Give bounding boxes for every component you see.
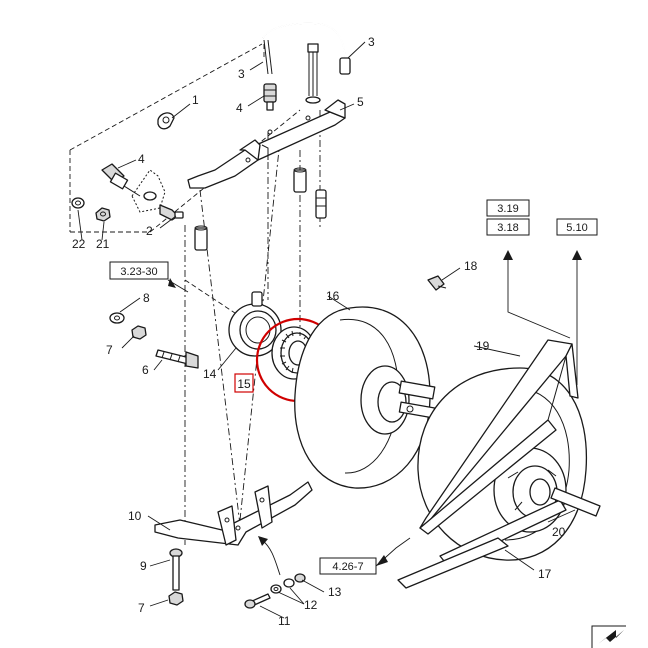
svg-text:3.23-30: 3.23-30	[120, 266, 157, 278]
ref-318: 3.18	[486, 218, 530, 236]
callout-12: 12	[304, 598, 318, 612]
callout-4-left: 4	[138, 152, 145, 166]
spacer-left	[194, 225, 208, 251]
callout-11: 11	[278, 614, 291, 628]
upper-bracket	[187, 99, 346, 189]
hose-pipe	[262, 22, 351, 75]
ref-323: 3.23-30	[109, 261, 169, 280]
callout-17: 17	[538, 567, 552, 581]
callout-20: 20	[552, 525, 566, 539]
upper-fitting	[263, 83, 277, 111]
nut-7-left	[131, 325, 147, 340]
callout-2: 2	[146, 224, 153, 238]
left-fitting	[101, 163, 141, 197]
callout-1: 1	[192, 93, 199, 107]
bolt-11	[244, 593, 271, 609]
svg-text:3.19: 3.19	[497, 203, 518, 215]
callout-3-left: 3	[238, 67, 245, 81]
callout-18: 18	[464, 259, 478, 273]
nut-13	[283, 573, 306, 588]
clip	[157, 112, 175, 130]
callout-16: 16	[326, 289, 340, 303]
assembly-arrow	[258, 536, 281, 576]
callout-5: 5	[357, 95, 364, 109]
ref-426: 4.26-7	[319, 557, 377, 575]
callout-21: 21	[96, 237, 110, 251]
belt-19	[397, 339, 579, 589]
shaft-20	[550, 487, 601, 517]
callout-15-highlight: 15	[234, 373, 254, 393]
leader-lines	[77, 41, 576, 619]
callout-labels: 1 2 3 3 4 4 5 6 7 7 8 9 10 11 12 13 14 1…	[72, 35, 566, 628]
washer-22	[71, 197, 85, 209]
switch-assembly	[131, 169, 184, 221]
ref-319: 3.19	[486, 199, 530, 217]
callout-10: 10	[128, 509, 142, 523]
spacer-right	[315, 189, 327, 219]
lower-bracket	[154, 481, 313, 546]
callout-13: 13	[328, 585, 342, 599]
callout-6: 6	[142, 363, 149, 377]
callout-22: 22	[72, 237, 86, 251]
bolt-18	[427, 275, 447, 291]
bolt-9	[169, 548, 183, 591]
callout-3-right: 3	[368, 35, 375, 49]
svg-text:5.10: 5.10	[566, 222, 587, 234]
callout-7-lower: 7	[138, 601, 145, 615]
callout-8: 8	[143, 291, 150, 305]
callout-15: 15	[237, 377, 251, 391]
callout-4-upper: 4	[236, 101, 243, 115]
svg-text:4.26-7: 4.26-7	[332, 561, 363, 573]
pulley-disc-16	[294, 306, 436, 489]
callout-19: 19	[476, 339, 490, 353]
spacer-mid	[293, 167, 307, 193]
washer-12	[270, 584, 282, 594]
bolt-6	[155, 349, 199, 369]
page-turn-icon	[591, 625, 626, 648]
top-bolt	[305, 43, 321, 104]
ref-510: 5.10	[556, 218, 598, 236]
washer-8	[109, 312, 125, 324]
nut-7-lower	[168, 591, 184, 606]
callout-14: 14	[203, 367, 217, 381]
ref-arrows	[167, 250, 582, 567]
svg-text:3.18: 3.18	[497, 222, 518, 234]
nut-21	[95, 207, 111, 222]
callout-9: 9	[140, 559, 147, 573]
callout-7-left: 7	[106, 343, 113, 357]
